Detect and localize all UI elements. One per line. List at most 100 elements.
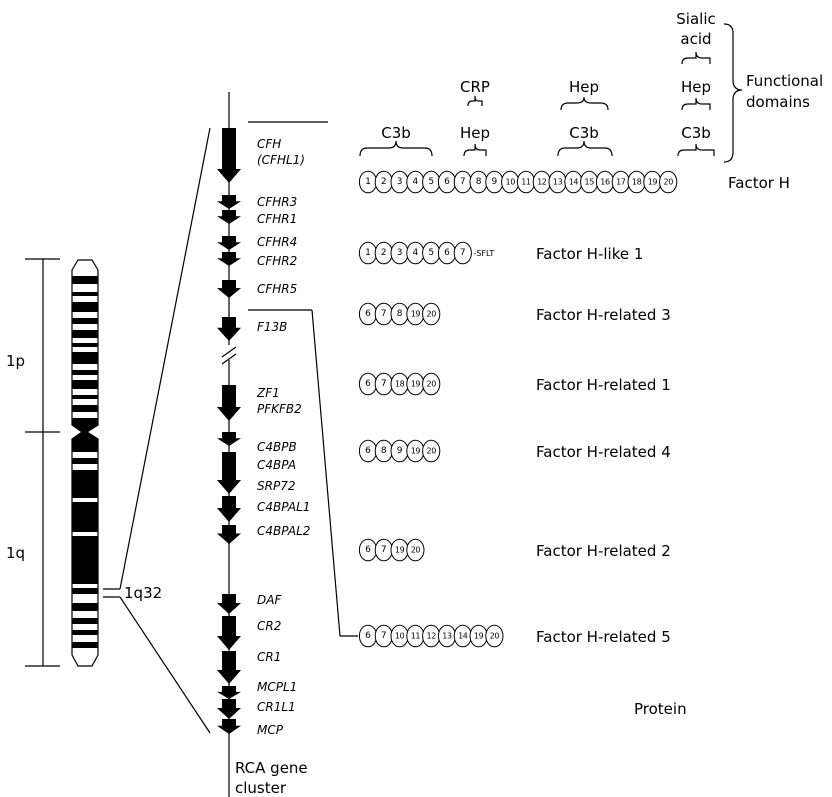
- scr-number: 18: [632, 178, 642, 187]
- cluster-label-line1: RCA gene: [235, 759, 308, 777]
- scr-domain: 20: [659, 170, 678, 194]
- gene-arrow: [217, 432, 241, 446]
- scr-number: 7: [460, 177, 466, 187]
- gene-label: CR1L1: [257, 700, 296, 714]
- scr-number: 19: [411, 447, 421, 456]
- scr-number: 20: [427, 447, 437, 456]
- scr-domain: 8: [390, 302, 409, 326]
- scr-domain: 10: [390, 624, 409, 648]
- domain-sialic-line2: acid: [680, 30, 711, 48]
- scr-number: 3: [397, 248, 403, 258]
- gene-label: C4BPA: [257, 458, 296, 472]
- scr-number: 6: [365, 631, 371, 641]
- gene-arrows: [217, 128, 241, 734]
- scr-domain: 7: [374, 624, 393, 648]
- protein-name: Factor H-related 1: [536, 376, 671, 394]
- scr-domain: 8: [374, 439, 393, 463]
- scr-domain: 13: [437, 624, 457, 648]
- arm-q-label: 1q: [6, 544, 25, 562]
- scr-number: 8: [381, 446, 387, 456]
- scr-number: 6: [365, 309, 371, 319]
- domain-hep-2: Hep: [569, 78, 599, 96]
- scr-domain: 7: [374, 372, 393, 396]
- protein-name: Factor H: [728, 174, 790, 192]
- gene-label: CR2: [257, 619, 281, 633]
- scr-domain: 3: [390, 170, 409, 194]
- scr-domain: 14: [564, 170, 583, 194]
- scr-number: 7: [381, 545, 387, 555]
- gene-label: C4BPB: [257, 440, 297, 454]
- brace-c3b-3: [677, 143, 715, 157]
- scr-domain: 20: [406, 538, 425, 562]
- protein-name: Factor H-related 3: [536, 306, 671, 324]
- brace-c3b-1: [359, 140, 433, 157]
- gene-arrow: [217, 317, 241, 341]
- scr-domain: 5: [422, 241, 441, 265]
- scr-domain: 7: [453, 170, 472, 194]
- scr-number: 3: [397, 177, 403, 187]
- scr-number: 8: [476, 177, 482, 187]
- sflt-suffix: -SFLT: [473, 249, 494, 258]
- scr-number: 1: [365, 248, 371, 258]
- scr-number: 20: [664, 178, 674, 187]
- functional-label-line1: Functional: [746, 72, 823, 90]
- scr-number: 10: [506, 178, 516, 187]
- gene-arrow: [217, 686, 241, 699]
- scr-domain: 11: [406, 624, 425, 648]
- gene-label: CFHR2: [257, 254, 297, 268]
- scr-number: 13: [553, 178, 563, 187]
- scr-number: 1: [365, 177, 371, 187]
- gene-arrow: [217, 594, 241, 614]
- protein-name: Factor H-related 5: [536, 628, 671, 646]
- scr-number: 6: [444, 248, 450, 258]
- protein-name: Factor H-related 4: [536, 443, 671, 461]
- scr-domain: 20: [422, 439, 441, 463]
- scr-domain: 6: [358, 624, 378, 648]
- gene-arrow: [217, 651, 241, 684]
- gene-labels: CFH(CFHL1)CFHR3CFHR1CFHR4CFHR2CFHR5F13BZ…: [256, 137, 310, 737]
- protein-name: Factor H-like 1: [536, 245, 643, 263]
- scr-domain: 6: [437, 170, 457, 194]
- scr-number: 13: [442, 632, 452, 641]
- scr-number: 6: [365, 545, 371, 555]
- protein-name: Factor H-related 2: [536, 542, 671, 560]
- domain-crp: CRP: [460, 78, 490, 96]
- brace-crp: [467, 95, 483, 107]
- gene-arrow: [217, 252, 241, 266]
- scr-domain: 17: [611, 170, 630, 194]
- scr-domain: 19: [406, 372, 425, 396]
- scr-domain: 12: [422, 624, 441, 648]
- brace-hep-1: [463, 143, 487, 157]
- scr-domain: 6: [358, 302, 378, 326]
- gene-label: CFH: [257, 137, 281, 151]
- scr-number: 11: [411, 632, 421, 641]
- scr-domain: 6: [358, 372, 378, 396]
- gene-label: CFHR4: [257, 235, 297, 249]
- scr-domain: 16: [595, 170, 615, 194]
- scr-number: 9: [492, 177, 498, 187]
- functional-label-line2: domains: [746, 93, 810, 111]
- scr-domain: 1: [358, 241, 378, 265]
- scr-domain: 15: [580, 170, 599, 194]
- scr-domain: 12: [532, 170, 551, 194]
- scr-domain: 19: [406, 302, 425, 326]
- scr-domain: 8: [469, 170, 488, 194]
- scr-domain: 3: [390, 241, 409, 265]
- cluster-label-line2: cluster: [235, 779, 287, 797]
- arm-p-label: 1p: [6, 352, 25, 370]
- scr-number: 7: [381, 309, 387, 319]
- gene-label: CFHR1: [257, 212, 297, 226]
- scr-number: 7: [460, 248, 466, 258]
- scr-number: 20: [411, 546, 421, 555]
- scr-domain: 7: [374, 302, 393, 326]
- scr-domain: 11: [516, 170, 536, 194]
- scr-number: 19: [648, 178, 658, 187]
- gene-arrow: [217, 128, 241, 183]
- gene-label: SRP72: [257, 479, 295, 493]
